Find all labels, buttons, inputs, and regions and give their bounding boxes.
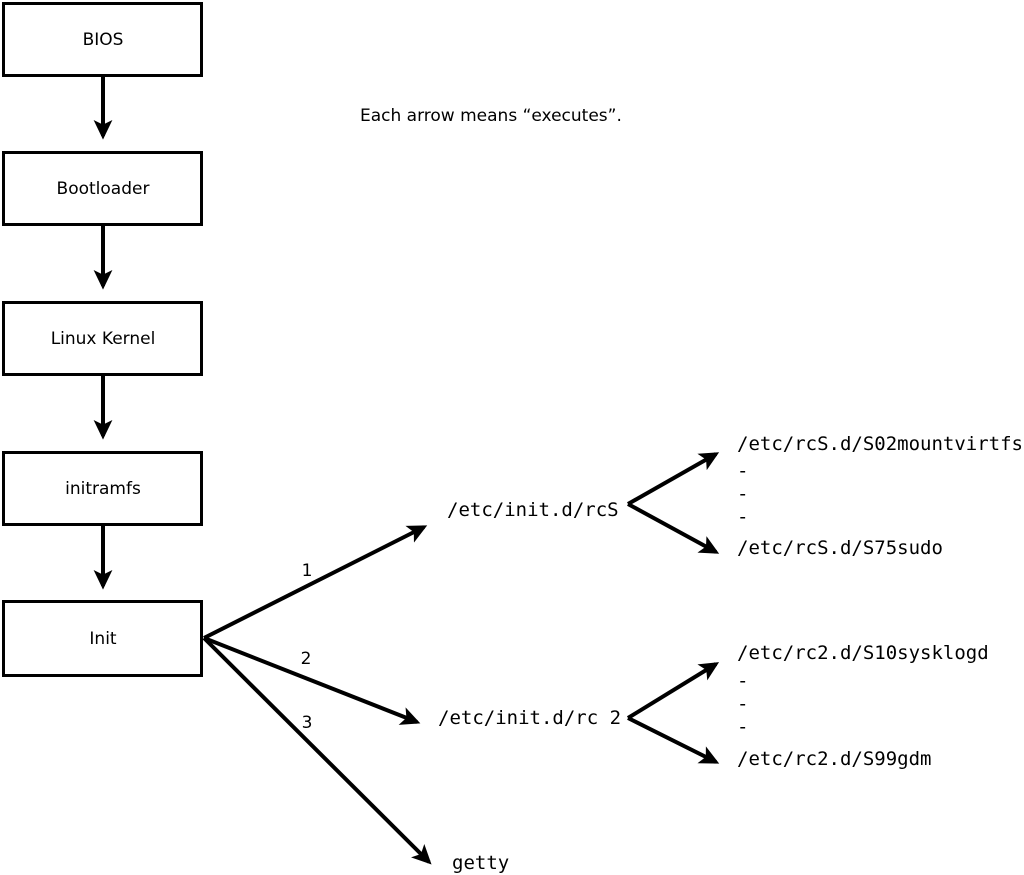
rcS-ellipsis-dash-3: - xyxy=(737,506,748,528)
boot-chain-group: BIOS Bootloader Linux Kernel initramfs I… xyxy=(2,2,203,677)
node-bootloader-rect xyxy=(2,151,203,226)
node-linux-kernel-label: Linux Kernel xyxy=(51,329,156,349)
node-bios-rect xyxy=(2,2,203,77)
edge-number-3: 3 xyxy=(302,713,313,733)
rcS-script-group: /etc/rcS.d/S02mountvirtfs /etc/rcS.d/S75… xyxy=(627,433,1023,559)
arrow-rcS-to-first-script xyxy=(627,452,720,506)
node-init: Init xyxy=(2,600,203,677)
node-bios-label: BIOS xyxy=(83,30,124,50)
arrow-rc2-to-first-script xyxy=(626,662,720,720)
rcS-ellipsis-dash-1: - xyxy=(737,460,748,482)
node-bootloader-label: Bootloader xyxy=(57,179,150,199)
label-rcS-last-script: /etc/rcS.d/S75sudo xyxy=(737,537,943,559)
label-init-d-rcS: /etc/init.d/rcS xyxy=(447,499,619,521)
node-init-label: Init xyxy=(89,629,117,649)
node-initramfs: initramfs xyxy=(2,451,203,526)
node-initramfs-label: initramfs xyxy=(65,479,141,499)
arrow-init-to-rcS xyxy=(203,525,428,640)
arrow-init-to-rc2 xyxy=(203,636,421,725)
init-branch-targets: /etc/init.d/rcS /etc/init.d/rc 2 getty xyxy=(438,499,621,874)
node-bootloader: Bootloader xyxy=(2,151,203,226)
label-getty: getty xyxy=(452,852,509,874)
node-initramfs-rect xyxy=(2,451,203,526)
node-init-rect xyxy=(2,600,203,677)
rc2-ellipsis-dash-1: - xyxy=(737,670,748,692)
label-rc2-first-script: /etc/rc2.d/S10sysklogd xyxy=(737,642,989,664)
node-linux-kernel: Linux Kernel xyxy=(2,301,203,376)
rc2-script-group: /etc/rc2.d/S10sysklogd /etc/rc2.d/S99gdm… xyxy=(626,642,989,770)
rcS-ellipsis-dash-2: - xyxy=(737,483,748,505)
edge-number-2: 2 xyxy=(301,649,312,669)
rc2-ellipsis-dash-2: - xyxy=(737,693,748,715)
arrow-rc2-to-last-script xyxy=(627,716,720,764)
label-init-d-rc2: /etc/init.d/rc 2 xyxy=(438,707,621,729)
init-fanout-arrows xyxy=(202,525,432,865)
init-fanout-numbers: 1 2 3 xyxy=(301,561,313,733)
label-rc2-last-script: /etc/rc2.d/S99gdm xyxy=(737,748,931,770)
node-linux-kernel-rect xyxy=(2,301,203,376)
rc2-ellipsis-dash-3: - xyxy=(737,716,748,738)
node-bios: BIOS xyxy=(2,2,203,77)
edge-number-1: 1 xyxy=(302,561,313,581)
arrow-rcS-to-last-script xyxy=(627,502,720,554)
label-rcS-first-script: /etc/rcS.d/S02mountvirtfs xyxy=(737,433,1023,455)
arrow-init-to-getty xyxy=(202,636,432,865)
diagram-caption: Each arrow means “executes”. xyxy=(360,106,622,126)
